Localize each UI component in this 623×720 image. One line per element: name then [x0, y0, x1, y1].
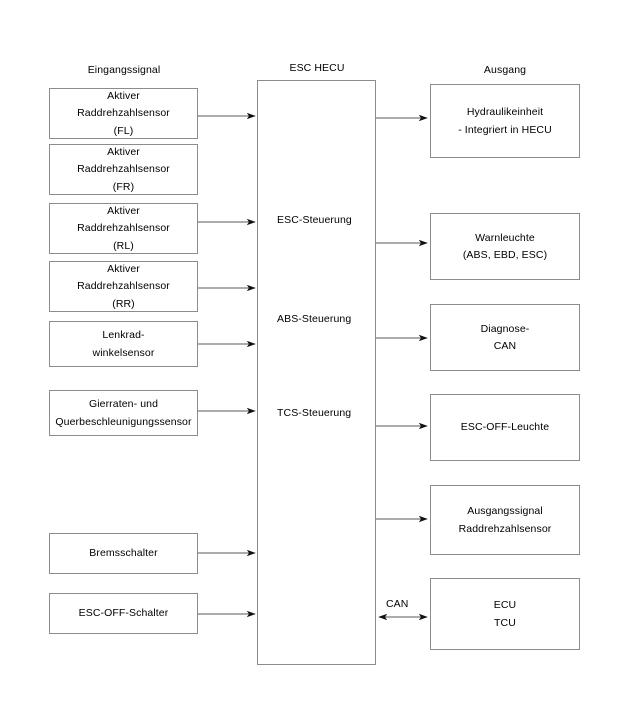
- node-line-1: Diagnose-: [480, 322, 530, 335]
- column-title-input: Eingangssignal: [87, 64, 161, 76]
- node-line-3: (RL): [113, 239, 134, 252]
- node-line-2: CAN: [493, 340, 517, 352]
- input-node-steering-angle: Lenkrad- winkelsensor: [49, 321, 198, 367]
- node-line-1: Hydraulikeinheit: [466, 106, 544, 118]
- node-line-1: Warnleuchte: [475, 231, 535, 244]
- node-line-2: Raddrehzahlsensor: [77, 222, 170, 235]
- input-node-yaw-lateral: Gierraten- und Querbeschleunigungssensor: [49, 390, 198, 436]
- output-node-diagnose-can: Diagnose- CAN: [430, 304, 580, 371]
- hecu-function-tcs: TCS-Steuerung: [277, 407, 352, 419]
- node-line-2: TCU: [494, 616, 516, 629]
- node-line-2: Querbeschleunigungssensor: [55, 415, 192, 428]
- node-line-1: Aktiver: [107, 204, 140, 217]
- node-line-1: Bremsschalter: [89, 547, 158, 560]
- input-node-esc-off-switch: ESC-OFF-Schalter: [49, 593, 198, 634]
- node-line-1: Gierraten- und: [88, 398, 159, 410]
- input-node-brake-switch: Bremsschalter: [49, 533, 198, 574]
- output-node-esc-off-lamp: ESC-OFF-Leuchte: [430, 394, 580, 461]
- node-line-2: Raddrehzahlsensor: [458, 522, 552, 535]
- node-line-2: - Integriert in HECU: [458, 123, 552, 136]
- input-node-wheel-speed-rl: Aktiver Raddrehzahlsensor (RL): [49, 203, 198, 254]
- column-title-output: Ausgang: [483, 64, 527, 76]
- node-line-1: Lenkrad-: [102, 329, 145, 341]
- node-line-1: Aktiver: [107, 262, 140, 275]
- node-line-1: ESC-OFF-Schalter: [78, 607, 169, 620]
- output-node-ecu-tcu: ECU TCU: [430, 578, 580, 650]
- node-line-2: Raddrehzahlsensor: [77, 107, 170, 120]
- column-title-hecu: ESC HECU: [289, 62, 345, 74]
- hecu-function-esc: ESC-Steuerung: [277, 214, 352, 226]
- node-line-2: winkelsensor: [92, 346, 155, 359]
- output-node-wheel-speed-output: Ausgangssignal Raddrehzahlsensor: [430, 485, 580, 555]
- node-line-1: ECU: [493, 599, 517, 611]
- node-line-2: Raddrehzahlsensor: [77, 280, 170, 293]
- node-line-2: Raddrehzahlsensor: [77, 163, 170, 176]
- edge-label-can: CAN: [386, 598, 409, 610]
- input-node-wheel-speed-rr: Aktiver Raddrehzahlsensor (RR): [49, 261, 198, 312]
- output-node-warning-lamp: Warnleuchte (ABS, EBD, ESC): [430, 213, 580, 280]
- node-line-1: Aktiver: [107, 145, 140, 158]
- node-line-2: (ABS, EBD, ESC): [462, 249, 548, 261]
- node-line-3: (FR): [112, 180, 135, 193]
- hecu-block: [257, 80, 376, 665]
- node-line-1: Aktiver: [107, 89, 140, 102]
- node-line-3: (RR): [112, 297, 135, 310]
- node-line-1: Ausgangssignal: [467, 505, 543, 517]
- node-line-1: ESC-OFF-Leuchte: [460, 421, 550, 434]
- hecu-function-abs: ABS-Steuerung: [277, 313, 352, 325]
- input-node-wheel-speed-fl: Aktiver Raddrehzahlsensor (FL): [49, 88, 198, 139]
- output-node-hydraulic-unit: Hydraulikeinheit - Integriert in HECU: [430, 84, 580, 158]
- node-line-3: (FL): [113, 124, 134, 137]
- input-node-wheel-speed-fr: Aktiver Raddrehzahlsensor (FR): [49, 144, 198, 195]
